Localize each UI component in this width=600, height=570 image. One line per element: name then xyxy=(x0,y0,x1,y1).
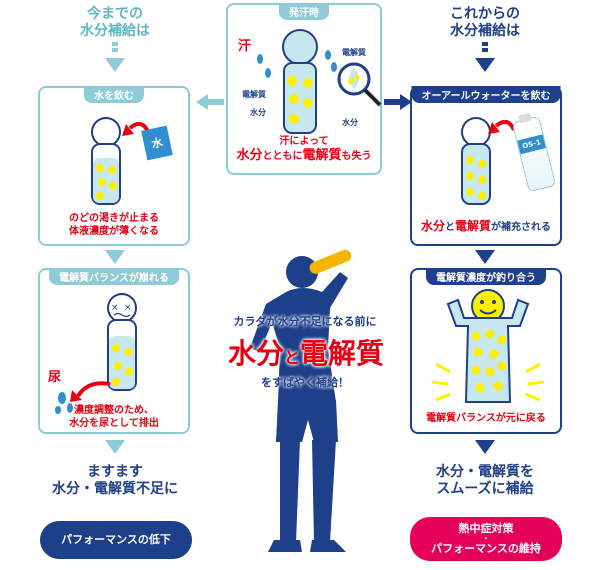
electrolyte-label: 電解質 xyxy=(242,90,266,99)
panel-drink-ors: オーアールウォーターを飲む OS-1 水分と電解質が補充される xyxy=(410,86,562,246)
down-arrow-icon xyxy=(475,440,495,454)
message-and: と xyxy=(283,348,300,367)
panel-drink-water: 水を飲む 水 のどの渇きが止まる 体液濃度が薄くなる xyxy=(38,86,190,246)
happy-body-icon xyxy=(431,289,545,403)
panel-sweating: 発汗時 汗 電解質 水分 電解質 水分 汗によって 水分とともに電解質も失う xyxy=(226,3,382,175)
lens-water-label: 水分 xyxy=(342,118,358,127)
message-line2: 水分と電解質 xyxy=(196,332,416,372)
svg-text:×: × xyxy=(111,303,119,313)
caption-em-electrolyte: 電解質 xyxy=(455,219,492,233)
panel-title: 電解質濃度が釣り合う xyxy=(426,268,546,285)
water-cup-icon: 水 xyxy=(141,125,173,161)
down-arrow-icon xyxy=(475,58,495,72)
panel-title: オーアールウォーターを飲む xyxy=(411,86,561,103)
right-heading: これからの 水分補給は xyxy=(450,6,520,39)
performance-decline-pill: パフォーマンスの低下 xyxy=(40,521,192,559)
pill-line1: 熱中症対策 xyxy=(458,522,514,535)
panel-caption: 水分と電解質が補充される xyxy=(412,220,560,234)
caption-em-water: 水分 xyxy=(236,148,263,163)
panel-caption: 電解質バランスが元に戻る xyxy=(426,413,546,424)
panel-caption-line1: 汗によって xyxy=(279,136,329,147)
caption-mid: と xyxy=(445,222,455,233)
body-figure-dizzy-icon: × × xyxy=(107,293,137,391)
panel-title: 水を飲む xyxy=(84,86,144,103)
message-line3: をすばやく補給！ xyxy=(261,376,349,389)
body-figure-icon xyxy=(91,117,150,205)
sweat-label: 汗 xyxy=(238,39,252,54)
down-arrow-icon xyxy=(105,250,125,264)
cup-label: 水 xyxy=(150,135,164,151)
panel-caption: 濃度調整のため、 水分を尿として排出 xyxy=(69,405,159,429)
heatstroke-prevention-pill: 熱中症対策 ・ パフォーマンスの維持 xyxy=(410,517,562,561)
caption-end: が補充される xyxy=(491,222,552,233)
panel-title: 発汗時 xyxy=(279,3,329,20)
panel-title: 電解質バランスが崩れる xyxy=(49,268,179,285)
panel-electrolyte-imbalance: 電解質バランスが崩れる × × 尿 濃度調整のため、 水分を尿として排出 xyxy=(38,268,190,434)
pill-separator: ・ xyxy=(482,534,490,543)
message-line1: カラダが水分不足になる前に xyxy=(233,315,377,328)
bottle-label: OS-1 xyxy=(517,134,546,155)
caption-em-electrolyte: 電解質 xyxy=(302,148,342,163)
panel-caption-line2: 水分とともに電解質も失う xyxy=(228,149,380,163)
right-result: 水分・電解質を スムーズに補給 xyxy=(436,464,534,497)
caption-end: も失う xyxy=(341,151,372,162)
right-arrow-icon xyxy=(384,94,412,110)
svg-text:×: × xyxy=(124,303,132,313)
panel-electrolyte-balanced: 電解質濃度が釣り合う 電解質バランスが元に戻る xyxy=(410,268,562,434)
caption-mid: とともに xyxy=(262,151,303,162)
sweating-body-icon xyxy=(257,29,337,134)
athlete-silhouette xyxy=(250,249,352,552)
body-figure-icon xyxy=(461,117,516,205)
dotted-connector xyxy=(111,40,119,54)
pill-line2: パフォーマンスの維持 xyxy=(431,542,541,555)
message-em-electrolyte: 電解質 xyxy=(300,337,385,370)
down-arrow-icon xyxy=(105,440,125,454)
urine-label: 尿 xyxy=(48,370,62,385)
panel-caption: のどの渇きが止まる 体液濃度が薄くなる xyxy=(69,213,159,237)
dotted-connector xyxy=(481,40,489,54)
caption-em-water: 水分 xyxy=(420,219,445,233)
down-arrow-icon xyxy=(105,58,125,72)
water-label: 水分 xyxy=(250,108,266,117)
magnifier-icon xyxy=(337,62,382,107)
left-arrow-icon xyxy=(196,94,224,110)
down-arrow-icon xyxy=(475,250,495,264)
left-result: ますます 水分・電解質不足に xyxy=(52,464,178,497)
left-heading: 今までの 水分補給は xyxy=(80,6,150,39)
urine-drops-icon xyxy=(55,381,111,414)
pill-label: パフォーマンスの低下 xyxy=(61,533,171,546)
message-em-water: 水分 xyxy=(227,337,284,370)
lens-electrolyte-label: 電解質 xyxy=(342,48,366,57)
